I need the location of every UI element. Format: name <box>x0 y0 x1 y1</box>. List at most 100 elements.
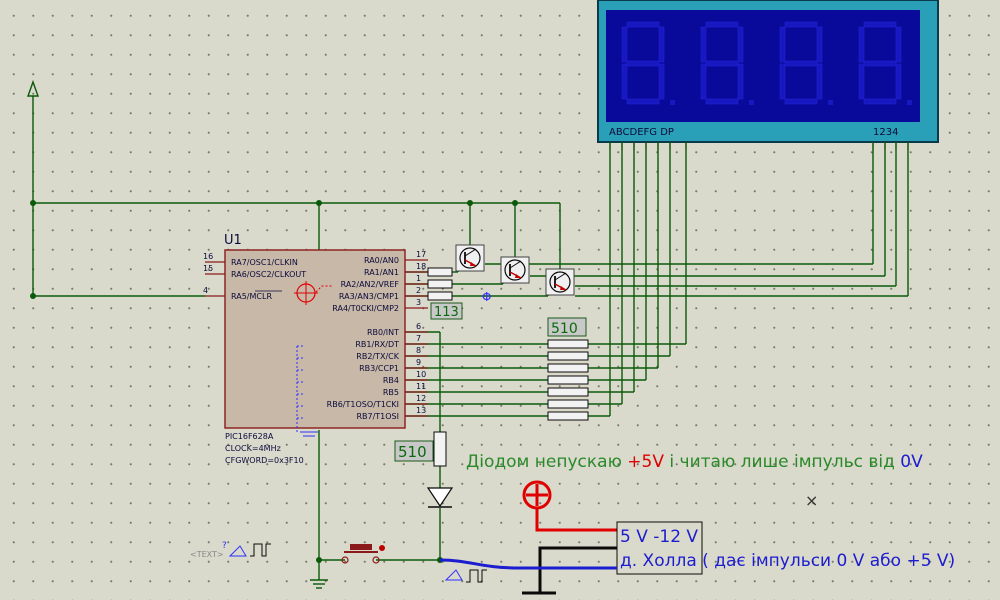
mcu-pin-name: RA5/MCLR <box>231 292 272 301</box>
seven-segment-display[interactable]: ABCDEFG DP 1234 <box>597 0 939 150</box>
close-mark-icon[interactable]: × <box>805 491 818 510</box>
segment <box>658 26 665 63</box>
mcu-pin-number: 3 <box>416 298 421 307</box>
segment <box>895 63 902 100</box>
mcu-pin-number: 15 <box>203 264 213 273</box>
segment <box>705 98 739 105</box>
segment-dp <box>907 100 912 105</box>
generator-probe-icon[interactable] <box>444 569 487 583</box>
anode-resistors[interactable]: 113 <box>427 267 463 320</box>
mcu-pin-number: 9 <box>416 358 421 367</box>
mcu-pin-number: 8 <box>416 346 421 355</box>
segment <box>705 21 739 28</box>
segment <box>784 60 818 67</box>
diode-note-prefix: Діодом непускаю <box>466 452 627 472</box>
segment <box>858 63 865 100</box>
mcu-internal-bus <box>296 345 305 432</box>
mcu-pin-number: 16 <box>203 252 213 261</box>
wires <box>27 79 909 589</box>
mcu-u1[interactable]: U1 16RA7/OSC1/CLKIN15RA6/OSC2/CLKOUT4RA5… <box>203 233 428 465</box>
mcu-pin-name: RB6/T1OSO/T1CKI <box>327 400 399 409</box>
mcu-pin-number: 17 <box>416 250 426 259</box>
pnp-transistor[interactable] <box>455 244 485 272</box>
mcu-pin-number: 2 <box>416 286 421 295</box>
pulldown-value-box <box>394 440 434 462</box>
segment-resistor[interactable] <box>547 339 589 349</box>
mcu-pin-name: RA6/OSC2/CLKOUT <box>231 270 306 279</box>
segment <box>863 60 897 67</box>
display-digit <box>700 21 754 105</box>
segment <box>621 26 628 63</box>
segment <box>779 63 786 100</box>
generator-probe-icon[interactable]: <TEXT> ? <box>190 541 271 559</box>
sensor-supply-label: 5 V -12 V <box>620 527 698 547</box>
segment <box>621 63 628 100</box>
pnp-transistor[interactable] <box>545 268 575 296</box>
transistors[interactable] <box>455 244 575 296</box>
display-digits <box>621 21 912 105</box>
hall-sensor[interactable] <box>439 521 703 595</box>
segment <box>816 26 823 63</box>
mcu-pin-number: 7 <box>416 334 421 343</box>
sensor-description: д. Холла ( дає імпульси 0 V або +5 V) <box>620 551 955 571</box>
mcu-ref: U1 <box>224 233 242 248</box>
segment-dp <box>670 100 675 105</box>
segment-resistor[interactable] <box>547 375 589 385</box>
segment-resistor-value: 510 <box>551 321 578 337</box>
text-placeholder: <TEXT> <box>190 550 224 559</box>
mcu-pins: 16RA7/OSC1/CLKIN15RA6/OSC2/CLKOUT4RA5/MC… <box>203 250 428 421</box>
mcu-part: PIC16F628A <box>225 432 274 441</box>
question-mark: ? <box>222 541 227 551</box>
diode-note: Діодом непускаю +5V і читаю лише імпульс… <box>466 452 923 472</box>
pnp-transistor[interactable] <box>500 256 530 284</box>
segment <box>626 60 660 67</box>
segment <box>784 21 818 28</box>
display-digit <box>858 21 912 105</box>
diode-note-plus5v: +5V <box>627 452 664 472</box>
segment <box>863 98 897 105</box>
power-terminal[interactable] <box>522 480 617 532</box>
diode[interactable] <box>426 487 454 508</box>
segment <box>737 26 744 63</box>
segment <box>784 98 818 105</box>
pulldown-resistor[interactable]: 510 <box>394 431 447 467</box>
mcu-pin-name: RB5 <box>383 388 399 397</box>
mcu-pin-number: 18 <box>416 262 426 271</box>
mcu-pin-name: RB3/CCP1 <box>359 364 399 373</box>
anode-resistor-value-box <box>430 302 463 320</box>
segment <box>863 21 897 28</box>
mcu-body <box>224 249 406 429</box>
mcu-pin-name: RB7/T1OSI <box>356 412 399 421</box>
segment-resistor[interactable] <box>547 387 589 397</box>
segment-resistor[interactable] <box>547 363 589 373</box>
probe-marker: Φ <box>482 290 491 304</box>
mcu-pin-number: 11 <box>416 382 426 391</box>
anode-resistor-value: 113 <box>434 305 459 320</box>
junction-dots <box>30 200 518 563</box>
mcu-pin-number: 4 <box>203 286 208 295</box>
mcu-pin-name: RB2/TX/CK <box>356 352 399 361</box>
mcu-pin-name: RA2/AN2/VREF <box>341 280 400 289</box>
digit-pin-labels: 1234 <box>873 127 898 138</box>
segment-resistor[interactable] <box>547 351 589 361</box>
segment <box>816 63 823 100</box>
mcu-pin-number: 1 <box>416 274 421 283</box>
segment-resistors[interactable]: 510 <box>547 317 589 421</box>
mcu-pin-name: RA4/T0CKI/CMP2 <box>332 304 399 313</box>
segment-dp <box>828 100 833 105</box>
segment-resistor[interactable] <box>547 411 589 421</box>
mcu-pin-name: RB4 <box>383 376 399 385</box>
segment <box>700 26 707 63</box>
display-digit <box>621 21 675 105</box>
segment <box>737 63 744 100</box>
segment-resistor[interactable] <box>547 399 589 409</box>
mcu-cfgword: CFGWORD=0x3F10 <box>225 456 304 465</box>
segment-resistor-value-box <box>547 317 587 337</box>
segment-dp <box>749 100 754 105</box>
diode-note-zero: 0V <box>900 452 923 472</box>
push-button[interactable] <box>341 544 385 564</box>
mcu-pin-name: RA0/AN0 <box>364 256 399 265</box>
mcu-pin-name: RA3/AN3/CMP1 <box>339 292 399 301</box>
segment-pin-labels: ABCDEFG DP <box>609 127 674 138</box>
